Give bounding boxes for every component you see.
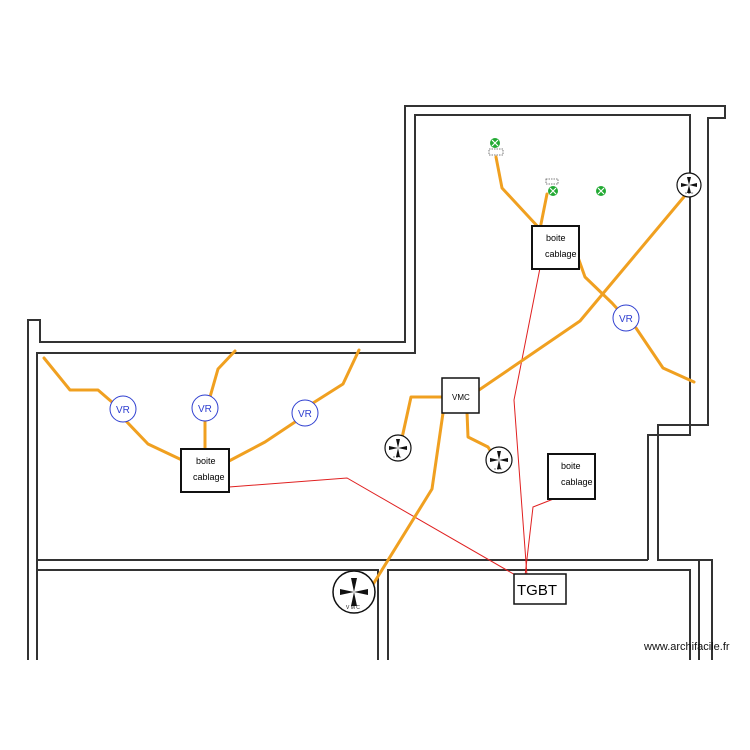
cablage-label: cablage bbox=[545, 249, 577, 259]
svg-text:VR: VR bbox=[198, 404, 212, 415]
tgbt-label: TGBT bbox=[517, 582, 557, 599]
roller-shutter-icon: VR bbox=[191, 394, 219, 422]
fan-icon: V M C bbox=[485, 446, 513, 474]
svg-text:VR: VR bbox=[116, 405, 130, 416]
roller-shutter-icon: VR bbox=[109, 395, 137, 423]
fan-icon: V M C bbox=[676, 172, 702, 198]
ceiling-light-icon bbox=[548, 186, 558, 196]
ceiling-light-icon bbox=[490, 138, 500, 148]
tgbt-panel: TGBT bbox=[513, 573, 567, 605]
svg-text:V M C: V M C bbox=[346, 605, 360, 611]
boite-label: boite bbox=[196, 456, 216, 466]
boite-cablage-right: boite cablage bbox=[547, 453, 596, 500]
cablage-label: cablage bbox=[561, 477, 593, 487]
svg-text:VR: VR bbox=[298, 409, 312, 420]
walls bbox=[27, 105, 726, 660]
boite-cablage-left: boite cablage bbox=[180, 448, 230, 493]
fan-icon: V M C bbox=[384, 434, 412, 462]
ceiling-light-icon bbox=[596, 186, 606, 196]
vmc-label: VMC bbox=[452, 393, 470, 402]
boite-cablage-top: boite cablage bbox=[531, 225, 580, 270]
wiring bbox=[42, 155, 696, 601]
svg-text:V M C: V M C bbox=[494, 467, 503, 471]
fan-icon: V M C bbox=[332, 570, 376, 614]
svg-text:VR: VR bbox=[619, 314, 633, 325]
light-fixture-icon bbox=[488, 148, 504, 156]
svg-text:V M C: V M C bbox=[393, 455, 402, 459]
watermark: www.archifacile.fr bbox=[644, 641, 730, 653]
light-fixture-icon bbox=[545, 178, 559, 185]
cablage-label: cablage bbox=[193, 472, 225, 482]
power-lines bbox=[228, 267, 557, 577]
boite-label: boite bbox=[546, 233, 566, 243]
roller-shutter-icon: VR bbox=[612, 304, 640, 332]
svg-text:V M C: V M C bbox=[685, 191, 694, 195]
boite-label: boite bbox=[561, 461, 581, 471]
vmc-box: VMC bbox=[441, 377, 480, 414]
roller-shutter-icon: VR bbox=[291, 399, 319, 427]
